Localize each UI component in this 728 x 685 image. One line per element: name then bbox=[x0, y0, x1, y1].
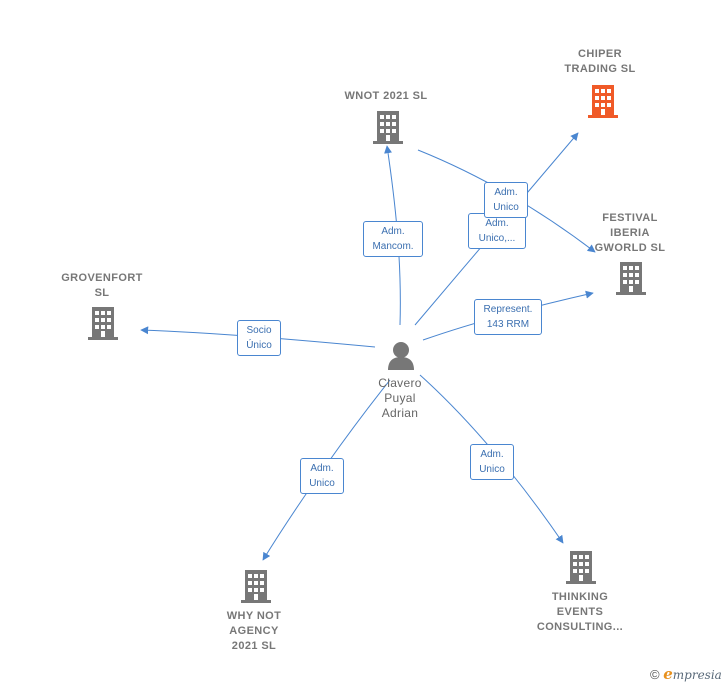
building-icon-thinking[interactable] bbox=[566, 551, 596, 584]
building-icon-whynot[interactable] bbox=[241, 570, 271, 603]
relation-label-grovenfort: Socio Único bbox=[237, 320, 281, 356]
copyright-symbol: © bbox=[650, 667, 660, 682]
relation-label-wnot-festival: Adm. Unico bbox=[484, 182, 528, 218]
relation-label-whynot: Adm. Unico bbox=[300, 458, 344, 494]
relation-label-chiper: Adm. Unico,... bbox=[468, 213, 526, 249]
company-label-grovenfort[interactable]: GROVENFORT SL bbox=[61, 272, 143, 299]
company-label-wnot[interactable]: WNOT 2021 SL bbox=[344, 90, 428, 102]
empresia-logo: empresia bbox=[663, 665, 722, 683]
company-label-chiper[interactable]: CHIPER TRADING SL bbox=[564, 48, 636, 75]
relation-label-festival: Represent. 143 RRM bbox=[474, 299, 542, 335]
building-icon-festival[interactable] bbox=[616, 262, 646, 295]
person-icon[interactable] bbox=[388, 342, 414, 370]
relation-label-thinking: Adm. Unico bbox=[470, 444, 514, 480]
building-icon-grovenfort[interactable] bbox=[88, 307, 118, 340]
building-icon-wnot[interactable] bbox=[373, 111, 403, 144]
footer-brand: © empresia bbox=[650, 665, 722, 683]
company-label-thinking[interactable]: THINKING EVENTS CONSULTING... bbox=[536, 591, 624, 633]
person-label[interactable]: Clavero Puyal Adrian bbox=[378, 376, 422, 420]
company-label-whynot[interactable]: WHY NOT AGENCY 2021 SL bbox=[226, 610, 282, 652]
relation-label-wnot: Adm. Mancom. bbox=[363, 221, 423, 257]
building-icon-chiper[interactable] bbox=[588, 85, 618, 118]
company-label-festival[interactable]: FESTIVAL IBERIA GWORLD SL bbox=[594, 212, 666, 254]
